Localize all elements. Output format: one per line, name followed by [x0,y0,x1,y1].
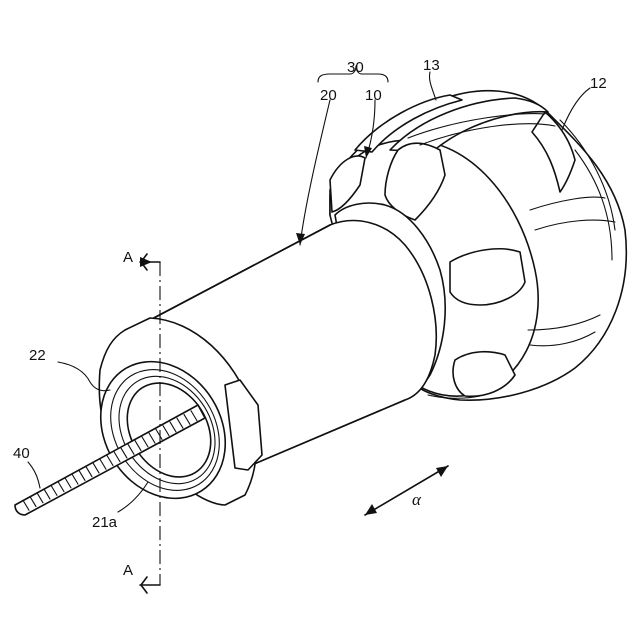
label-12: 12 [590,75,607,92]
label-22: 22 [29,347,46,364]
label-10: 10 [365,87,382,104]
label-a-top: A [123,249,133,266]
label-13: 13 [423,57,440,74]
label-40: 40 [13,445,30,462]
label-alpha: α [412,490,422,509]
label-a-bottom: A [123,562,133,579]
label-21a: 21a [92,514,118,531]
label-20: 20 [320,87,337,104]
label-30: 30 [347,59,364,76]
alpha-direction-arrow [365,466,448,515]
